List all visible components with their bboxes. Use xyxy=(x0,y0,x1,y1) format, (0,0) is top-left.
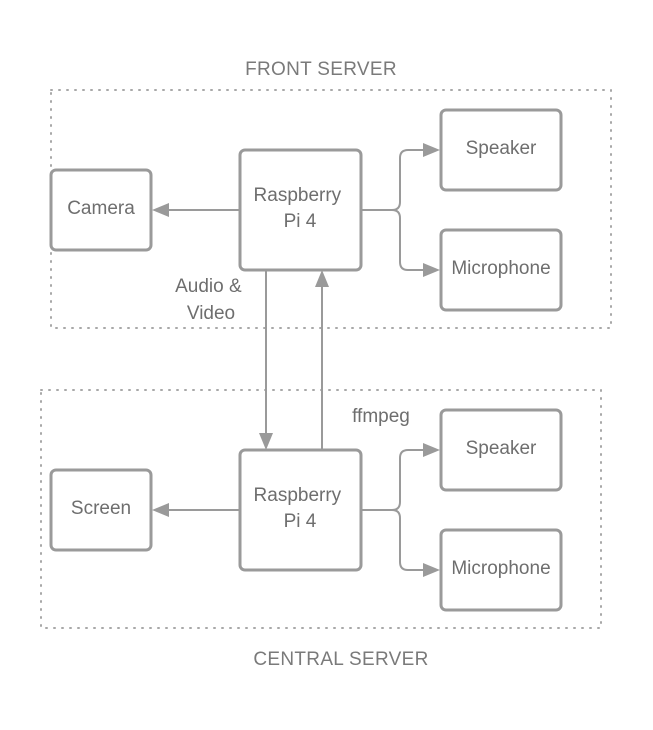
central-speaker-label: Speaker xyxy=(466,438,537,459)
front-pi-label: Raspberry Pi 4 xyxy=(254,185,347,232)
arrowhead-front-pi xyxy=(315,270,329,287)
front-microphone-label: Microphone xyxy=(451,258,550,279)
edge-front-pi-to-speaker xyxy=(362,149,424,211)
central-pi-label-line1: Raspberry xyxy=(254,485,342,506)
central-microphone-label: Microphone xyxy=(451,558,550,579)
edge-central-pi-to-speaker xyxy=(362,449,424,511)
edge-front-pi-to-microphone xyxy=(391,209,424,271)
camera-label: Camera xyxy=(67,198,135,219)
node-front-speaker: Speaker xyxy=(439,108,563,192)
arrowhead-central-pi xyxy=(259,433,273,450)
ffmpeg-edge-label: ffmpeg xyxy=(352,406,410,427)
arrowhead-screen xyxy=(152,503,169,517)
node-screen: Screen xyxy=(49,468,153,552)
node-central-raspberry-pi: Raspberry Pi 4 xyxy=(238,448,363,572)
audio-video-label-line2: Video xyxy=(187,303,235,324)
arrowhead-central-microphone xyxy=(423,563,440,577)
front-pi-label-line1: Raspberry xyxy=(254,185,342,206)
central-server-label: CENTRAL SERVER xyxy=(253,649,428,670)
arrowhead-front-microphone xyxy=(423,263,440,277)
front-server-label: FRONT SERVER xyxy=(245,59,397,80)
arrowhead-front-speaker xyxy=(423,143,440,157)
edge-central-pi-to-microphone xyxy=(391,509,424,571)
front-server-group xyxy=(50,89,612,329)
node-front-microphone: Microphone xyxy=(439,228,563,312)
node-front-raspberry-pi: Raspberry Pi 4 xyxy=(238,148,363,272)
audio-video-label-line1: Audio & xyxy=(175,276,242,297)
front-speaker-label: Speaker xyxy=(466,138,537,159)
audio-video-edge-label: Audio & Video xyxy=(175,276,247,324)
node-camera: Camera xyxy=(49,168,153,252)
node-central-speaker: Speaker xyxy=(439,408,563,492)
central-pi-label-line2: Pi 4 xyxy=(284,511,317,532)
arrowhead-camera xyxy=(152,203,169,217)
screen-label: Screen xyxy=(71,498,131,519)
arrowhead-central-speaker xyxy=(423,443,440,457)
node-central-microphone: Microphone xyxy=(439,528,563,612)
front-pi-label-line2: Pi 4 xyxy=(284,211,317,232)
central-pi-label: Raspberry Pi 4 xyxy=(254,485,347,532)
